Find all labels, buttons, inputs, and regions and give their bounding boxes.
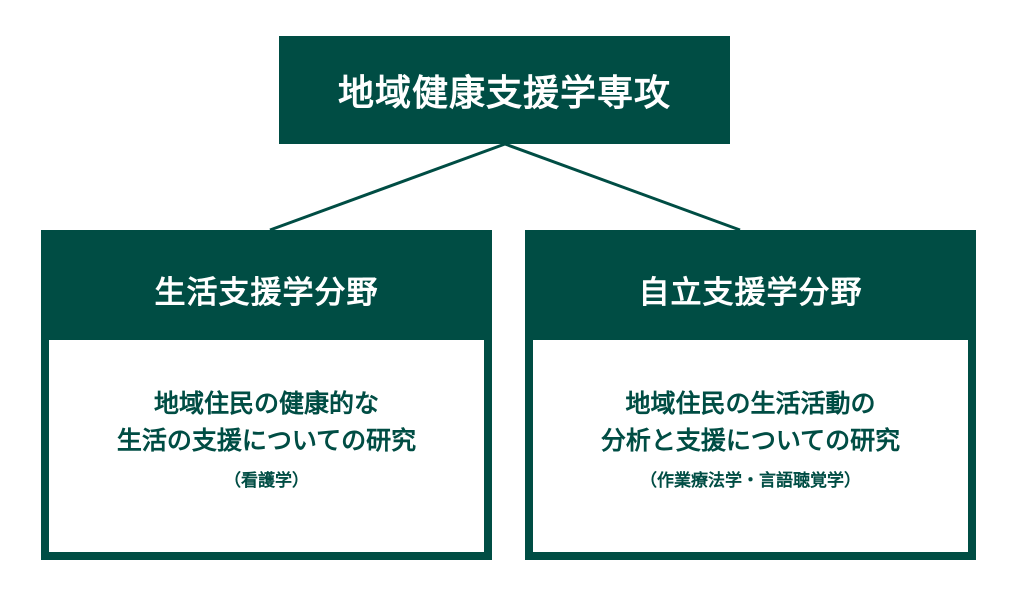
branch-living-support-line-1: 地域住民の健康的な	[153, 389, 379, 418]
branch-independence-support-line-2: 分析と支援についての研究	[600, 426, 901, 455]
department-title-box: 地域健康支援学専攻	[279, 36, 730, 144]
branch-living-support-note: （看護学）	[224, 471, 309, 491]
branch-living-support-line-2: 生活の支援についての研究	[116, 426, 417, 455]
branch-independence-support-note: （作業療法学・言語聴覚学）	[640, 471, 861, 491]
connector-left	[269, 142, 506, 232]
branch-living-support-header: 生活支援学分野	[49, 238, 484, 340]
connector-right	[504, 142, 741, 232]
branch-living-support: 生活支援学分野 地域住民の健康的な 生活の支援についての研究 （看護学）	[41, 230, 492, 560]
branch-independence-support-header: 自立支援学分野	[533, 238, 968, 340]
branch-independence-support-body: 地域住民の生活活動の 分析と支援についての研究 （作業療法学・言語聴覚学）	[533, 340, 968, 552]
branch-independence-support-title: 自立支援学分野	[638, 274, 863, 311]
department-title: 地域健康支援学専攻	[337, 73, 671, 114]
branch-independence-support-line-1: 地域住民の生活活動の	[625, 389, 876, 418]
branch-living-support-title: 生活支援学分野	[154, 274, 379, 311]
branch-living-support-body: 地域住民の健康的な 生活の支援についての研究 （看護学）	[49, 340, 484, 552]
branch-independence-support: 自立支援学分野 地域住民の生活活動の 分析と支援についての研究 （作業療法学・言…	[525, 230, 976, 560]
